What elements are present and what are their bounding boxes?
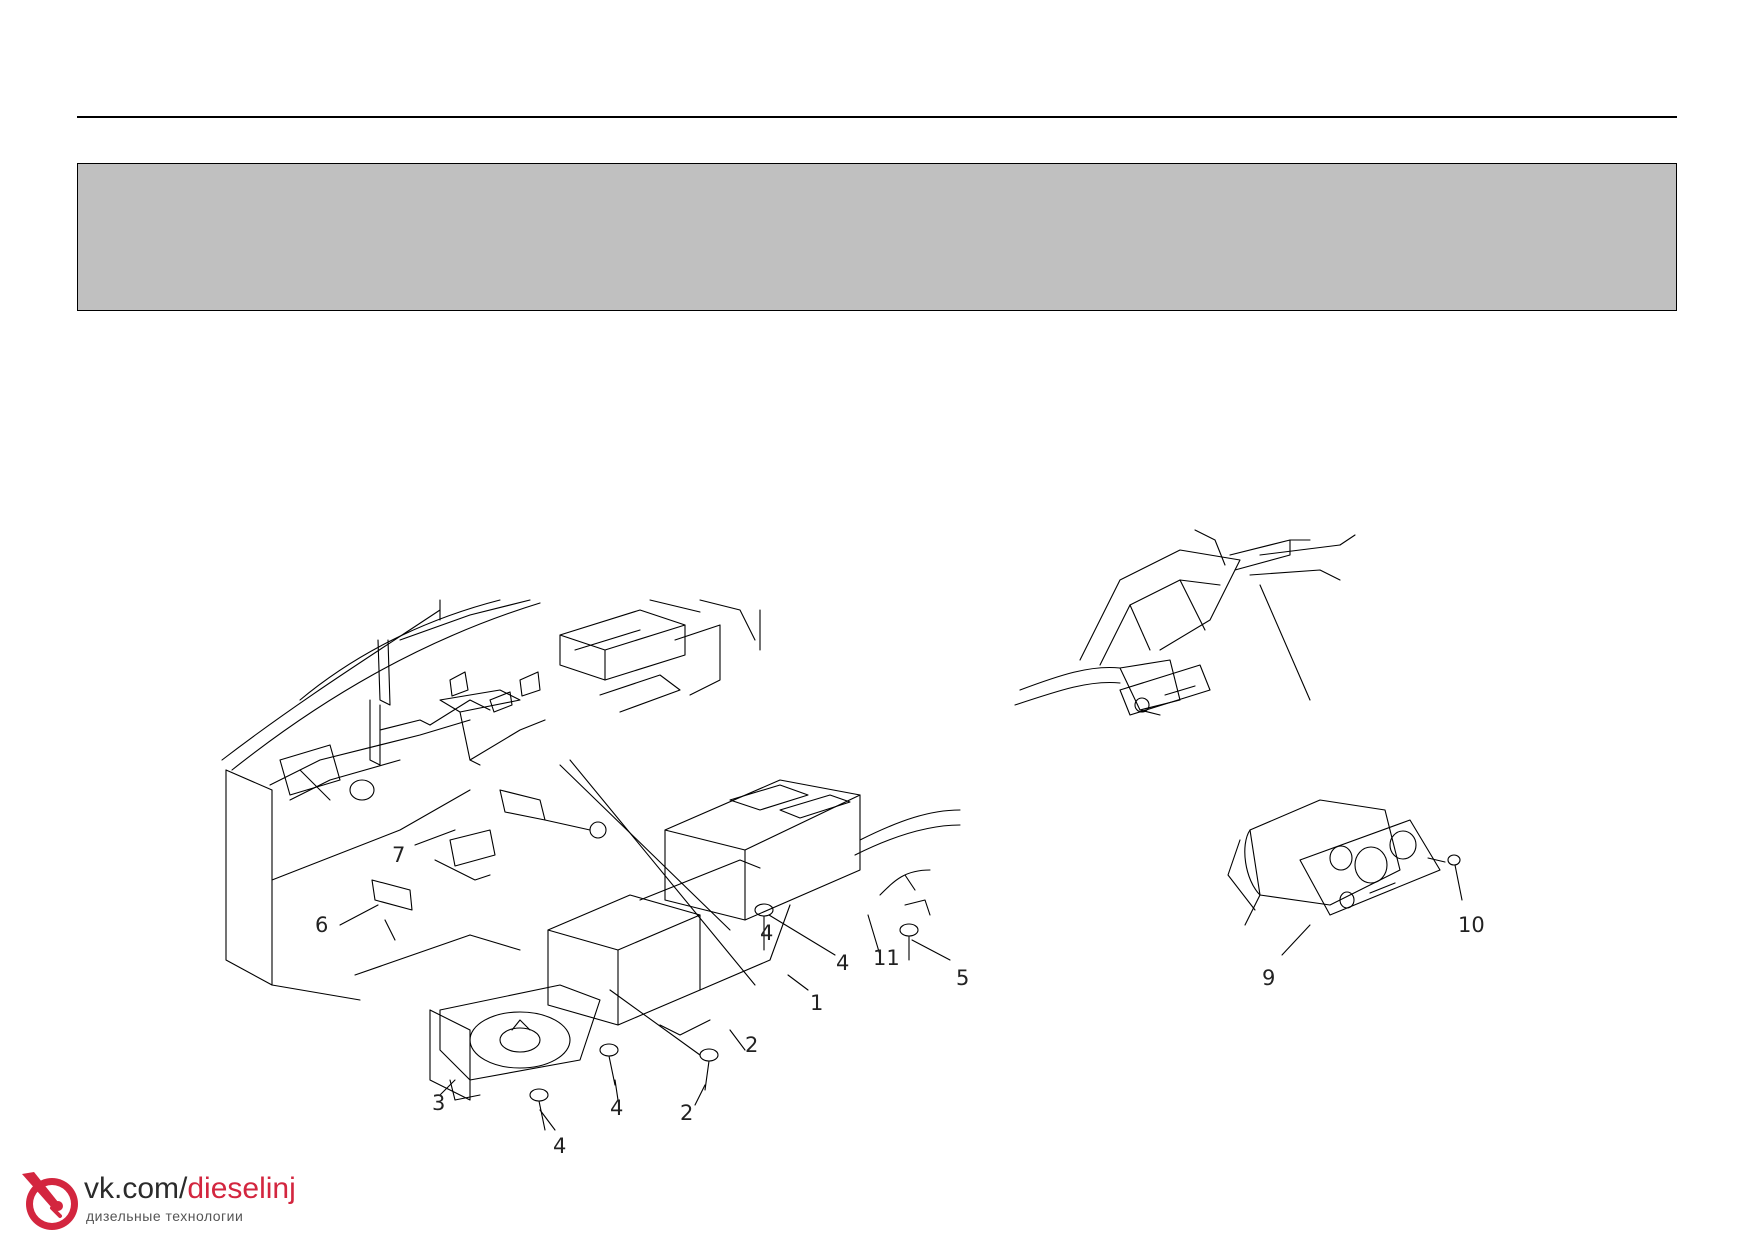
callout-4a: 4 — [836, 951, 849, 975]
callout-9: 9 — [1262, 966, 1275, 990]
leader-lines-left — [339, 829, 951, 1131]
callout-10: 10 — [1458, 913, 1485, 937]
leader-lines-right — [1281, 864, 1463, 956]
brackets-and-hoses — [354, 789, 961, 976]
cluster-frame — [1014, 529, 1356, 716]
blower-assembly — [429, 984, 601, 1101]
left-callouts: 1 2 2 3 4 4 4 4 5 6 7 11 — [315, 843, 969, 1158]
right-figure: 9 10 — [1014, 529, 1485, 990]
watermark-site: vk.com/ — [84, 1172, 188, 1205]
callout-4d: 4 — [760, 921, 773, 945]
callout-4b: 4 — [610, 1096, 623, 1120]
callout-7: 7 — [392, 843, 405, 867]
callout-2a: 2 — [745, 1033, 758, 1057]
dashboard-frame — [221, 599, 546, 1001]
watermark-url: vk.com/dieselinj — [84, 1172, 296, 1206]
top-rule — [77, 116, 1677, 118]
header-banner — [77, 163, 1677, 311]
callout-11: 11 — [873, 946, 900, 970]
watermark-logo: vk.com/dieselinj дизельные технологии — [18, 1168, 318, 1234]
callout-4c: 4 — [553, 1134, 566, 1158]
callout-2b: 2 — [680, 1101, 693, 1125]
left-figure: 1 2 2 3 4 4 4 4 5 6 7 11 — [221, 599, 969, 1158]
callout-5: 5 — [956, 966, 969, 990]
injector-icon — [22, 1172, 78, 1230]
radio-box-upper — [559, 599, 761, 713]
callout-3: 3 — [432, 1091, 445, 1115]
heater-unit — [547, 759, 861, 1056]
callout-6: 6 — [315, 913, 328, 937]
watermark-handle: dieselinj — [187, 1172, 296, 1205]
instrument-cluster — [1227, 799, 1461, 926]
watermark-tagline: дизельные технологии — [86, 1208, 244, 1224]
callout-1: 1 — [810, 991, 823, 1015]
bolts — [529, 903, 919, 1131]
right-callouts: 9 10 — [1262, 913, 1485, 990]
